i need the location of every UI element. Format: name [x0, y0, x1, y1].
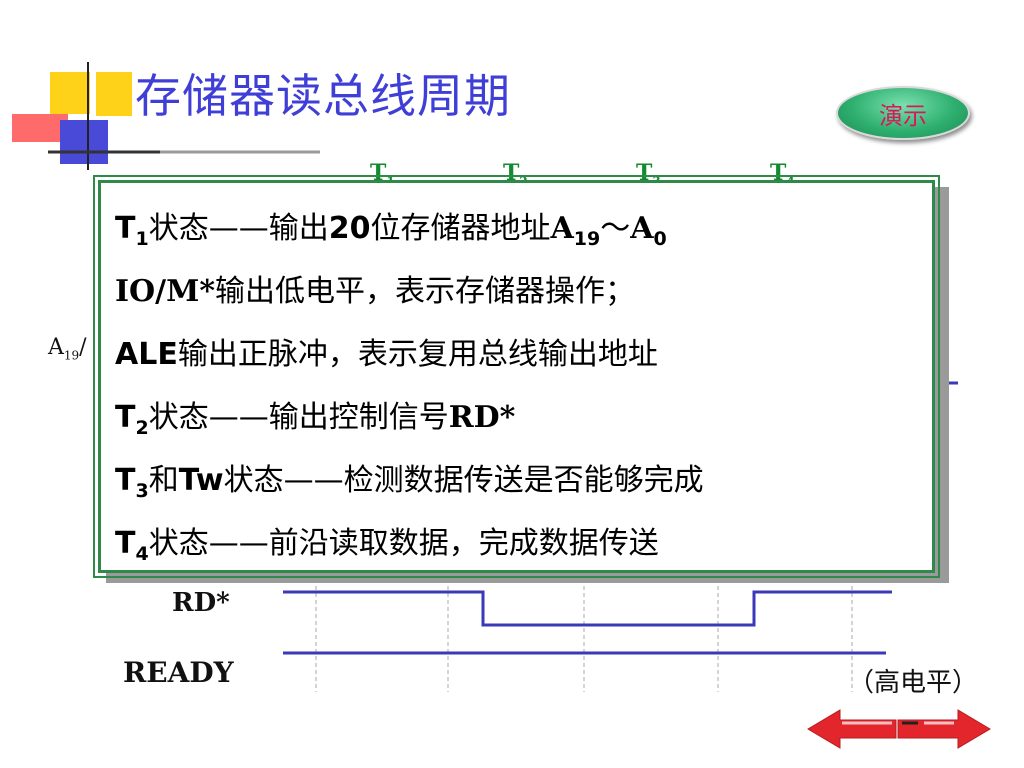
popup-line-t4: T4状态——前沿读取数据，完成数据传送 — [115, 526, 659, 565]
demo-button[interactable]: 演示 — [836, 86, 970, 140]
slide-title: 存储器读总线周期 — [135, 69, 511, 123]
a19-signal-label: A19/ — [48, 335, 87, 363]
rd-signal-line — [283, 590, 892, 627]
arrow-left-icon[interactable] — [806, 706, 898, 752]
popup-line-iom: IO/M*输出低电平，表示存储器操作； — [115, 274, 636, 309]
ready-signal-label: READY — [123, 656, 234, 689]
popup-line-ale: ALE输出正脉冲，表示复用总线输出地址 — [115, 337, 658, 372]
arrow-right-icon[interactable] — [896, 706, 992, 752]
ready-high-level-note: （高电平） — [848, 668, 979, 698]
popup-line-t2: T2状态——输出控制信号RD* — [115, 400, 516, 439]
rd-signal-label: RD* — [172, 588, 230, 618]
popup-line-t1: T1状态——输出20位存储器地址A19～A0 — [115, 211, 667, 250]
popup-line-t3: T3和Tw状态——检测数据传送是否能够完成 — [115, 463, 704, 502]
corner-decoration — [12, 62, 320, 170]
explanation-popup: T1状态——输出20位存储器地址A19～A0 IO/M*输出低电平，表示存储器操… — [93, 175, 940, 578]
